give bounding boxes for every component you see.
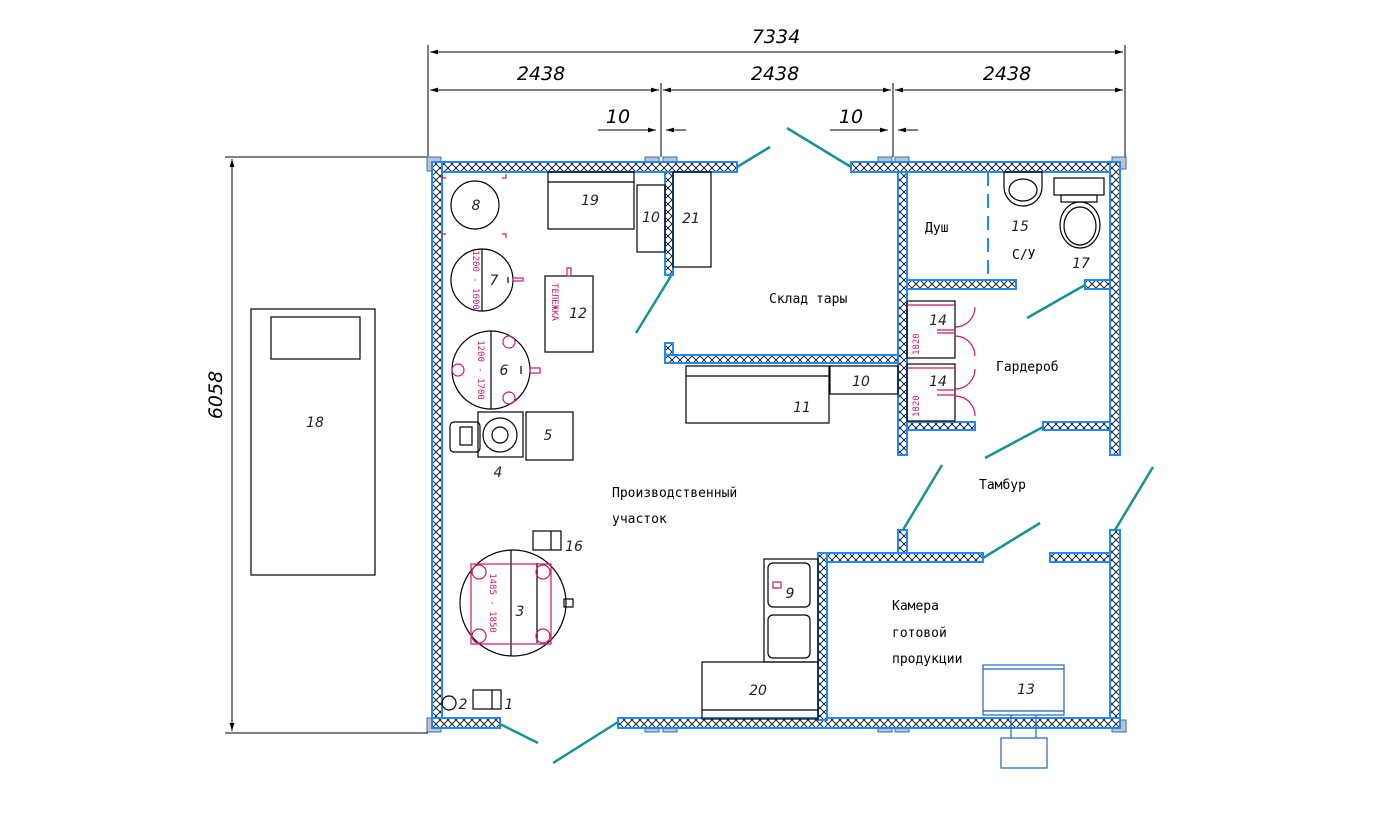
section-width-label-3: 2438 (983, 63, 1031, 85)
equipment-3-tank (459, 549, 574, 657)
equipment-label-3: 3 (516, 604, 525, 620)
equipment-10b (829, 365, 899, 395)
equipment-13-refrigeration-unit (982, 664, 1065, 769)
room-label-shower: Душ (925, 221, 949, 236)
equipment-label-20: 20 (749, 683, 767, 699)
equipment-label-19: 19 (581, 193, 599, 209)
equipment-12-cart (544, 267, 594, 353)
equipment-4 (449, 411, 524, 458)
doors (499, 126, 1155, 765)
section-width-label-2: 2438 (751, 63, 799, 85)
equipment-label-10b: 10 (852, 374, 870, 390)
cart12-marking: ТЕЛЕЖКА (549, 283, 559, 322)
room-label-production: Производственный (612, 486, 737, 501)
equipment-label-21: 21 (682, 211, 700, 227)
equipment-7-tank (450, 248, 524, 312)
equipment-9-sink (763, 558, 819, 663)
equipment-label-11: 11 (793, 400, 811, 416)
equipment-label-2: 2 (459, 697, 468, 713)
section-width-label-1: 2438 (517, 63, 565, 85)
equipment-14-locker-b (906, 363, 976, 422)
dimension-lines (225, 45, 1126, 734)
equipment-label-14b: 14 (929, 374, 947, 390)
equipment-10a (636, 184, 666, 253)
gap-label-1: 10 (606, 106, 630, 128)
total-height-label: 6058 (205, 371, 227, 419)
room-label-chamber-3: продукции (892, 652, 962, 667)
equipment-20 (701, 661, 819, 720)
tank7-marking: 1200 - 1600 (470, 250, 480, 310)
equipment-label-17: 17 (1072, 256, 1090, 272)
room-label-vestibule: Тамбур (979, 478, 1026, 493)
equipment-21 (672, 171, 712, 268)
equipment-label-10a: 10 (642, 210, 660, 226)
walls (431, 161, 1121, 729)
equipment-14-locker-a (906, 300, 976, 359)
room-label-storage: Склад тары (769, 292, 847, 307)
locker-a-marking: 1820 (912, 333, 922, 355)
equipment-11 (685, 365, 830, 424)
equipment-1 (472, 689, 502, 710)
equipment-label-18: 18 (306, 415, 324, 431)
equipment-6-tank (451, 330, 541, 410)
equipment-label-13: 13 (1017, 682, 1035, 698)
equipment-label-6: 6 (500, 363, 509, 379)
room-label-production-2: участок (612, 512, 667, 527)
equipment-17-toilet (1053, 177, 1105, 249)
equipment-label-16: 16 (565, 539, 583, 555)
equipment-19 (547, 171, 635, 230)
equipment-label-5: 5 (544, 428, 553, 444)
equipment-label-7: 7 (490, 273, 499, 289)
total-width-label: 7334 (752, 26, 800, 48)
equipment-label-4: 4 (494, 465, 503, 481)
room-label-toilet: С/У (1012, 248, 1036, 263)
columns (426, 156, 1127, 733)
equipment-8 (441, 174, 507, 238)
equipment-label-1: 1 (505, 697, 514, 713)
equipment-15-washbasin (1003, 171, 1043, 207)
room-label-chamber: Камера (892, 599, 939, 614)
room-label-chamber-2: готовой (892, 626, 947, 641)
equipment-5 (525, 411, 574, 461)
locker-b-marking: 1820 (912, 395, 922, 417)
equipment-label-8: 8 (472, 198, 481, 214)
tank3-marking: 1485 - 1850 (487, 573, 497, 633)
room-label-wardrobe: Гардероб (996, 360, 1059, 375)
equipment-label-9: 9 (786, 586, 795, 602)
equipment-label-15: 15 (1011, 219, 1029, 235)
gap-label-2: 10 (839, 106, 863, 128)
tank6-marking: 1200 - 1700 (475, 340, 485, 400)
equipment-16 (532, 530, 562, 551)
equipment-18 (250, 308, 376, 576)
equipment-2 (441, 695, 457, 711)
equipment-label-14a: 14 (929, 313, 947, 329)
equipment-label-12: 12 (569, 306, 587, 322)
